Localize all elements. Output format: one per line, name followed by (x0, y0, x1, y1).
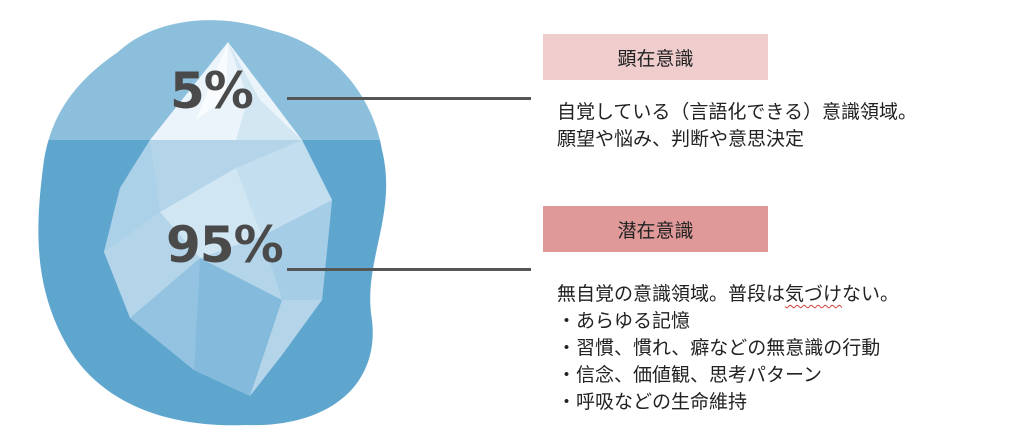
subconscious-heading: 潜在意識 (543, 206, 768, 252)
spellcheck-underlined-text: 気づけ (785, 283, 843, 305)
iceberg-facet-3 (262, 200, 332, 300)
iceberg-tip-highlight (196, 42, 228, 120)
iceberg-facet-5 (194, 258, 282, 396)
subconscious-bullet: ・呼吸などの生命維持 (557, 391, 748, 413)
subconscious-description: 無自覚の意識領域。普段は気づけない。 ・あらゆる記憶 ・習慣、慣れ、癖などの無意… (557, 281, 899, 416)
subconscious-bullet: ・習慣、慣れ、癖などの無意識の行動 (557, 337, 881, 359)
iceberg-facet-1 (104, 140, 160, 252)
iceberg-tip-shade (228, 42, 302, 140)
submerged-percentage: 95% (166, 216, 284, 274)
subconscious-desc-part: 無自覚の意識領域。普段は (557, 283, 786, 305)
subconscious-desc-part: ない。 (842, 283, 900, 305)
conscious-desc-line: 願望や悩み、判断や意思決定 (557, 128, 805, 150)
tip-percentage: 5% (170, 62, 254, 120)
conscious-desc-line: 自覚している（言語化できる）意識領域。 (557, 101, 918, 123)
iceberg-facet-6 (236, 140, 332, 236)
iceberg-facet-4 (130, 258, 200, 370)
subconscious-desc-line: 無自覚の意識領域。普段は気づけない。 (557, 281, 899, 308)
iceberg-facet-2 (160, 168, 262, 258)
conscious-description: 自覚している（言語化できる）意識領域。 願望や悩み、判断や意思決定 (557, 99, 917, 153)
conscious-heading: 顕在意識 (543, 34, 768, 80)
subconscious-connector-line (287, 268, 531, 271)
iceberg-graphic (38, 20, 387, 426)
conscious-connector-line (287, 97, 531, 100)
subconscious-bullet: ・あらゆる記憶 (557, 310, 691, 332)
subconscious-bullet: ・信念、価値観、思考パターン (557, 364, 823, 386)
